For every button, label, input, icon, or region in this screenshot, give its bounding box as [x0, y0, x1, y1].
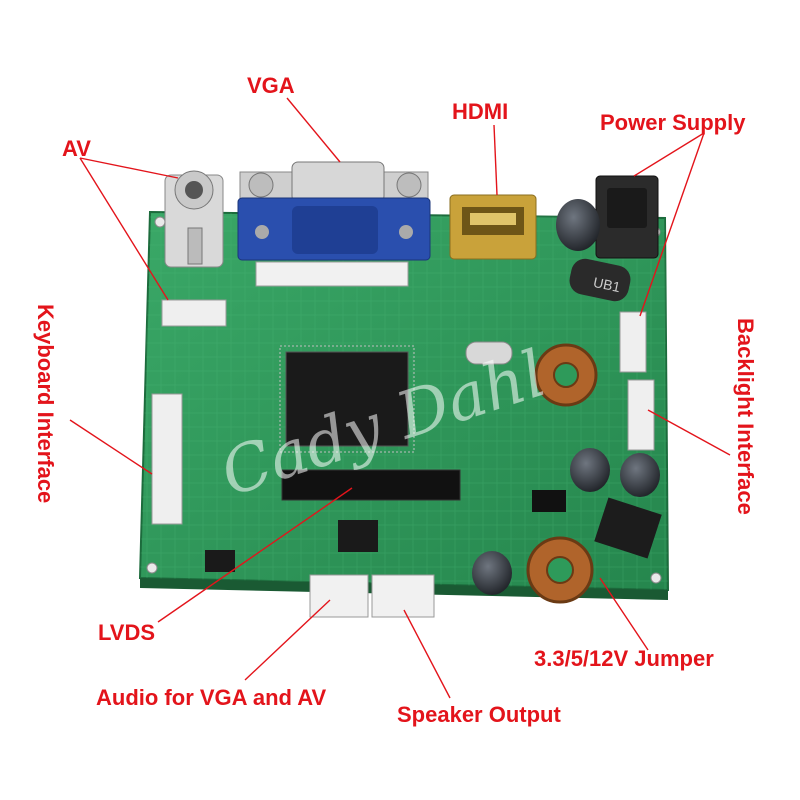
label-av: AV [62, 136, 91, 161]
small-chip [205, 550, 235, 572]
capacitor [472, 199, 660, 595]
backlight-header [627, 379, 655, 451]
vga-header [255, 261, 409, 287]
mount-hole [650, 572, 662, 584]
small-chip [338, 520, 378, 552]
leader-lines [69, 97, 731, 699]
av-jack [164, 170, 224, 268]
mount-hole [154, 216, 166, 228]
av-header [161, 299, 227, 327]
label-power-supply: Power Supply [600, 110, 746, 135]
label-keyboard-interface: Keyboard Interface [33, 304, 58, 503]
label-vga: VGA [247, 73, 295, 98]
power-jack [595, 175, 659, 259]
lvds-header [281, 469, 461, 501]
mount-hole [146, 562, 158, 574]
label-hdmi: HDMI [452, 99, 508, 124]
label-speaker-output: Speaker Output [397, 702, 561, 727]
label-jumper: 3.3/5/12V Jumper [534, 646, 714, 671]
hdmi-connector [449, 194, 537, 260]
vga-connector [237, 161, 431, 261]
voltage-jumper [532, 490, 566, 512]
toroid-coil [526, 343, 598, 604]
crystal [465, 341, 513, 365]
label-backlight-interface: Backlight Interface [733, 318, 758, 515]
keyboard-header [151, 393, 183, 525]
regulator [594, 497, 662, 559]
inductor-mark: UB1 [592, 274, 622, 295]
label-lvds: LVDS [98, 620, 155, 645]
main-chip [279, 345, 415, 453]
label-audio: Audio for VGA and AV [96, 685, 326, 710]
speaker-connector [371, 574, 435, 618]
inductor-top: UB1 [569, 258, 631, 302]
backlight-header [619, 311, 647, 373]
